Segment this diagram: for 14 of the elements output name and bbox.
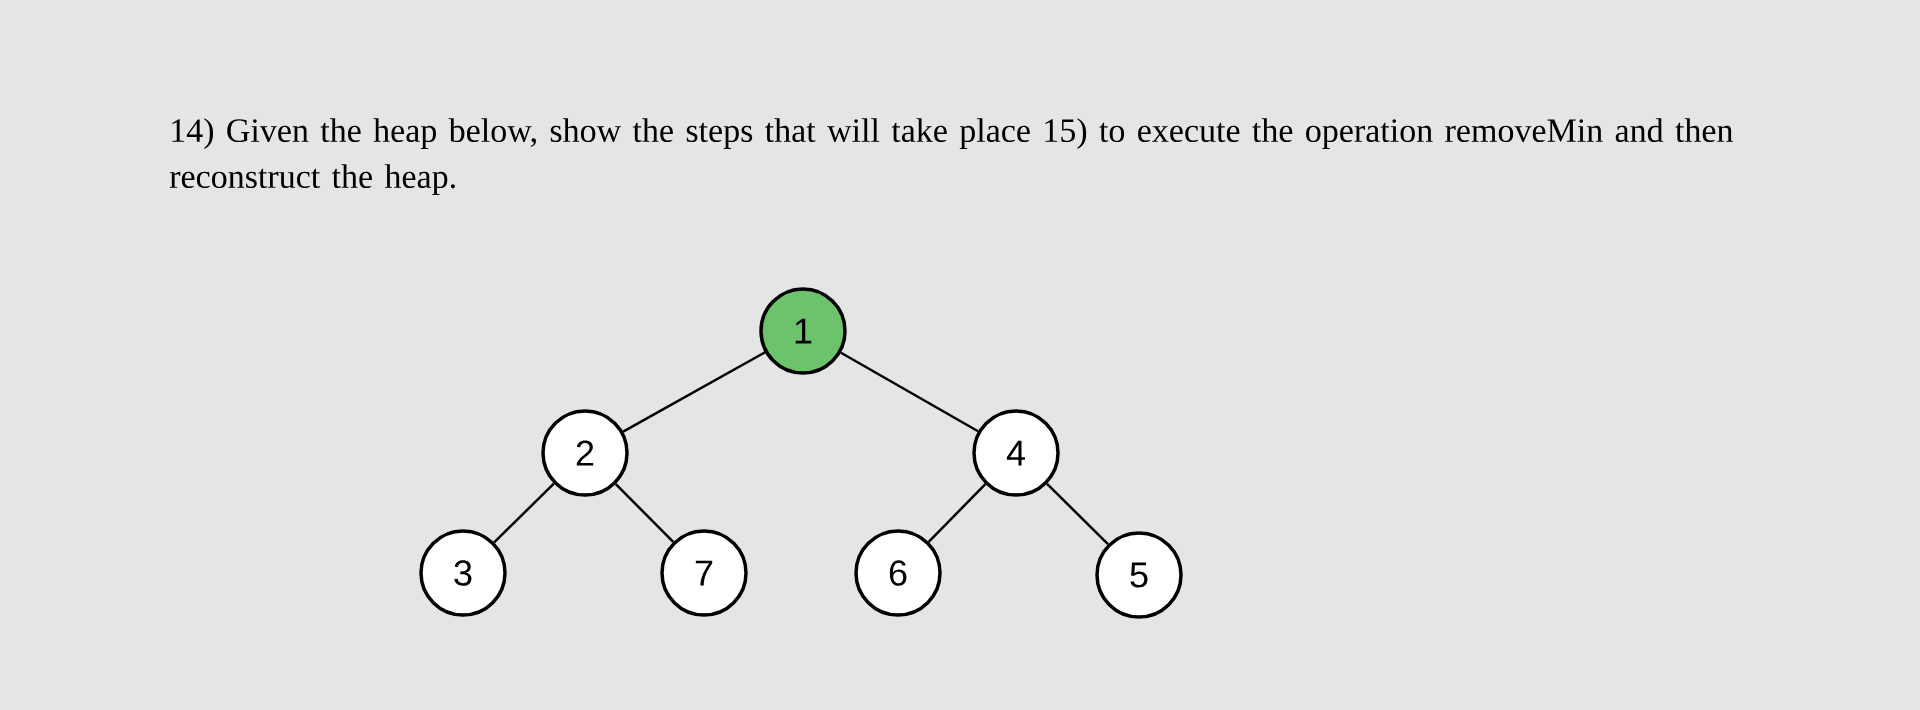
tree-node: 3 [419, 529, 507, 617]
tree-node: 1 [759, 287, 847, 375]
tree-edge [1046, 482, 1109, 546]
tree-node: 7 [660, 529, 748, 617]
tree-node: 4 [972, 409, 1060, 497]
question-text: 14) Given the heap below, show the steps that will take place 15) to execute the operation removeMin and then reconstruct the heap. [169, 118, 1733, 196]
tree-node: 5 [1095, 531, 1183, 619]
tree-node: 2 [541, 409, 629, 497]
tree-node: 6 [854, 529, 942, 617]
tree-edge [927, 483, 987, 543]
tree-edge [840, 351, 979, 433]
tree-edge [493, 482, 555, 544]
tree-edge [614, 483, 675, 543]
tree-edge [622, 351, 766, 433]
